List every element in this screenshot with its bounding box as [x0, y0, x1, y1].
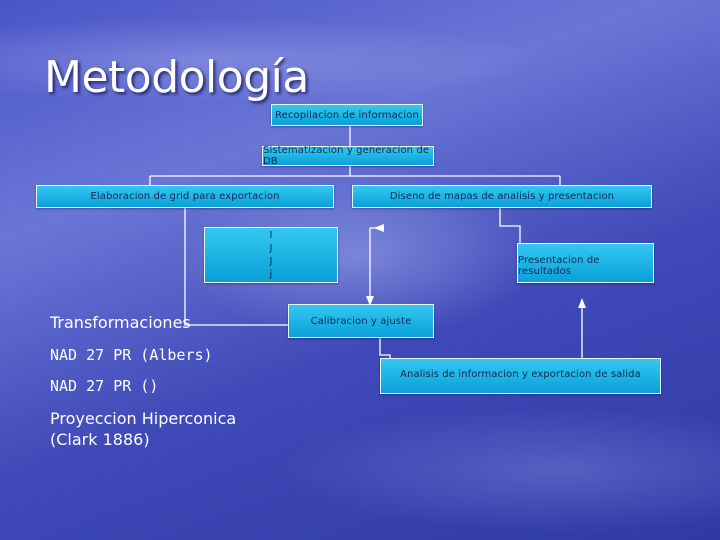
node-ijjj-line-3: J: [269, 256, 273, 267]
node-elaboracion: Elaboracion de grid para exportacion: [36, 185, 334, 208]
label-nad-empty: NAD 27 PR (): [50, 377, 159, 395]
arrowhead-down-calibracion: [366, 296, 374, 306]
node-elaboracion-label: Elaboracion de grid para exportacion: [90, 191, 280, 202]
node-recopilacion-label: Recopilacion de informacion: [275, 109, 419, 121]
node-presentacion-label: Presentacion de resultados: [518, 255, 600, 277]
node-calibracion-label: Calibracion y ajuste: [310, 315, 412, 327]
label-proyeccion-line-1: Proyeccion Hiperconica: [50, 409, 237, 428]
node-analisis: Analisis de informacion y exportacion de…: [380, 358, 661, 394]
node-ijjj: I J J j: [204, 227, 338, 283]
node-analisis-label: Analisis de informacion y exportacion de…: [400, 368, 641, 380]
node-presentacion: Presentacion de resultados: [517, 243, 654, 283]
arrowhead-up-presentacion: [578, 298, 586, 308]
label-proyeccion-line-2: (Clark 1886): [50, 430, 150, 449]
node-recopilacion: Recopilacion de informacion: [271, 104, 423, 126]
slide-title: Metodología: [44, 52, 309, 103]
label-nad-albers: NAD 27 PR (Albers): [50, 346, 213, 364]
node-sistematizacion-label: Sistematizacion y generacion de DB: [263, 145, 430, 167]
node-ijjj-line-1: I: [269, 230, 273, 241]
node-diseno-label: Diseno de mapas de analisis y presentaci…: [389, 191, 615, 202]
node-ijjj-line-2: J: [269, 243, 273, 254]
node-ijjj-line-4: j: [269, 269, 273, 280]
label-transformaciones: Transformaciones: [50, 313, 191, 332]
arrowhead-left: [374, 224, 384, 232]
connector-diseno-presentacion: [499, 208, 521, 245]
node-diseno: Diseno de mapas de analisis y presentaci…: [352, 185, 652, 208]
node-calibracion: Calibracion y ajuste: [288, 304, 434, 338]
node-sistematizacion: Sistematizacion y generacion de DB: [262, 145, 434, 167]
connector-elaboracion-calibracion: [184, 208, 290, 326]
connector-calibracion-analisis: [379, 336, 391, 360]
